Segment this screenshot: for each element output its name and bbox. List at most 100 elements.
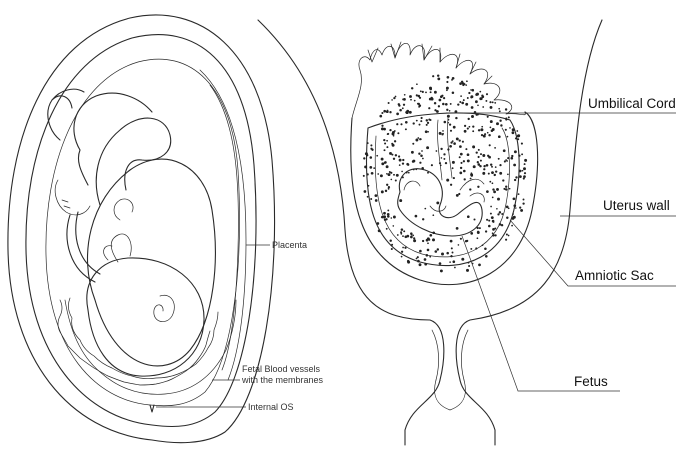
stipple-dot — [439, 164, 442, 167]
stipple-dot — [511, 128, 515, 132]
placenta-label: Placenta — [272, 240, 307, 250]
stipple-dot — [459, 171, 463, 175]
stipple-dot — [478, 227, 481, 230]
stipple-dot — [429, 118, 432, 122]
stipple-dot — [381, 111, 384, 115]
stipple-dot — [402, 103, 406, 106]
stipple-dot — [470, 232, 474, 235]
stipple-dot — [498, 110, 501, 113]
stipple-dot — [386, 139, 388, 142]
stipple-dot — [427, 171, 429, 174]
stipple-dot — [522, 177, 525, 180]
stipple-dot — [486, 131, 489, 134]
stipple-dot — [418, 123, 421, 126]
stipple-dot — [436, 201, 440, 205]
stipple-dot — [432, 214, 435, 217]
stipple-dot — [450, 247, 453, 250]
stipple-dot — [385, 110, 389, 114]
stipple-dot — [396, 123, 399, 126]
stipple-dot — [488, 224, 491, 228]
stipple-dot — [404, 120, 408, 124]
stipple-dot — [507, 116, 510, 119]
stipple-dot — [371, 148, 374, 151]
stipple-dot — [436, 248, 440, 251]
stipple-dot — [463, 124, 467, 128]
stipple-dot — [381, 162, 385, 166]
stipple-dot — [419, 138, 422, 141]
stipple-dot — [418, 96, 422, 99]
stipple-dot — [492, 234, 495, 237]
stipple-dot — [420, 120, 423, 123]
stipple-dot — [387, 215, 390, 218]
stipple-dot — [451, 140, 454, 143]
stipple-dot — [496, 122, 499, 126]
stipple-dot — [415, 257, 418, 260]
stipple-dot — [507, 173, 509, 176]
stipple-dot — [449, 239, 453, 243]
stipple-dot — [506, 135, 509, 138]
stipple-dot — [511, 217, 515, 220]
stipple-dot — [447, 148, 450, 151]
stipple-dot — [392, 134, 395, 137]
stipple-dot — [410, 150, 414, 154]
stipple-dot — [391, 243, 394, 246]
stipple-dot — [489, 126, 492, 129]
stipple-dot — [384, 161, 387, 164]
stipple-dot — [367, 184, 370, 187]
stipple-dot — [393, 140, 397, 143]
stipple-dot — [494, 146, 497, 149]
stipple-dot — [467, 261, 470, 264]
stipple-dot — [479, 90, 482, 93]
stipple-dot — [404, 246, 407, 249]
stipple-dot — [505, 233, 508, 236]
stipple-dot — [505, 159, 507, 161]
stipple-dot — [419, 161, 422, 164]
stipple-dot — [386, 183, 389, 186]
right-uterus-wall-left — [257, 19, 445, 446]
stipple-dot — [384, 189, 388, 193]
stipple-dot — [416, 256, 419, 259]
stipple-dot — [399, 199, 403, 203]
stipple-dot — [415, 94, 418, 97]
stipple-dot — [491, 101, 494, 104]
stipple-dot — [516, 134, 520, 138]
stipple-dot — [491, 182, 494, 185]
stipple-dot — [509, 127, 511, 129]
stipple-dot — [421, 166, 424, 170]
stipple-dot — [418, 152, 421, 155]
stipple-dot — [417, 137, 420, 139]
stipple-dot — [477, 155, 480, 159]
stipple-dot — [518, 154, 521, 157]
stipple-dot — [472, 125, 475, 128]
stipple-dot — [496, 208, 498, 210]
stipple-dot — [410, 98, 412, 101]
stipple-dot — [370, 198, 373, 200]
stipple-dot — [384, 142, 387, 145]
stipple-dot — [392, 157, 396, 160]
stipple-dot — [477, 230, 480, 233]
stipple-dot — [433, 101, 437, 105]
stipple-dot — [377, 173, 380, 175]
stipple-dot — [484, 230, 488, 233]
stipple-dot — [477, 104, 479, 107]
stipple-dot — [467, 117, 470, 121]
stipple-dot — [461, 257, 465, 261]
left-uterus-figure — [7, 14, 276, 444]
stipple-dot — [459, 237, 462, 240]
stipple-dot — [438, 98, 442, 102]
stipple-dot — [442, 96, 446, 100]
stipple-dot — [395, 173, 399, 177]
stipple-dot — [419, 90, 422, 93]
stipple-dot — [403, 98, 406, 101]
stipple-dot — [457, 103, 460, 106]
stipple-dot — [505, 185, 508, 188]
stipple-dot — [413, 239, 417, 243]
stipple-dot — [470, 89, 472, 91]
stipple-dot — [459, 145, 462, 148]
stipple-dot — [383, 215, 387, 219]
stipple-dot — [466, 215, 470, 219]
stipple-dot — [458, 156, 461, 159]
stipple-dot — [511, 131, 515, 135]
stipple-dot — [511, 224, 513, 227]
stipple-dot — [451, 167, 454, 170]
